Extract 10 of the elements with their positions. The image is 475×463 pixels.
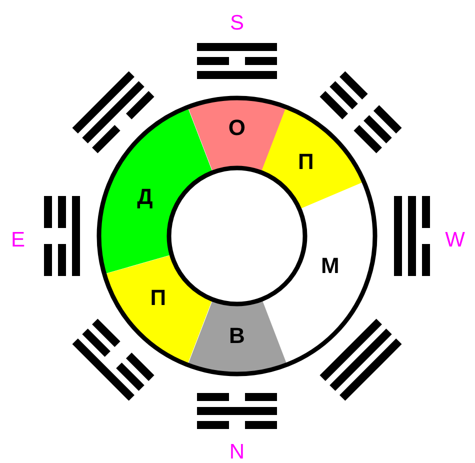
sector-letter: М <box>321 255 340 278</box>
compass-direction: W <box>445 230 465 250</box>
sector-letter: П <box>298 151 314 174</box>
compass-direction: E <box>11 230 25 250</box>
sector-letter: П <box>150 286 166 309</box>
sector-letter: О <box>228 117 246 139</box>
compass-direction: N <box>229 442 245 462</box>
compass-direction: S <box>230 12 244 34</box>
sector-letter: Д <box>137 186 153 208</box>
sector-letter: В <box>229 324 245 347</box>
